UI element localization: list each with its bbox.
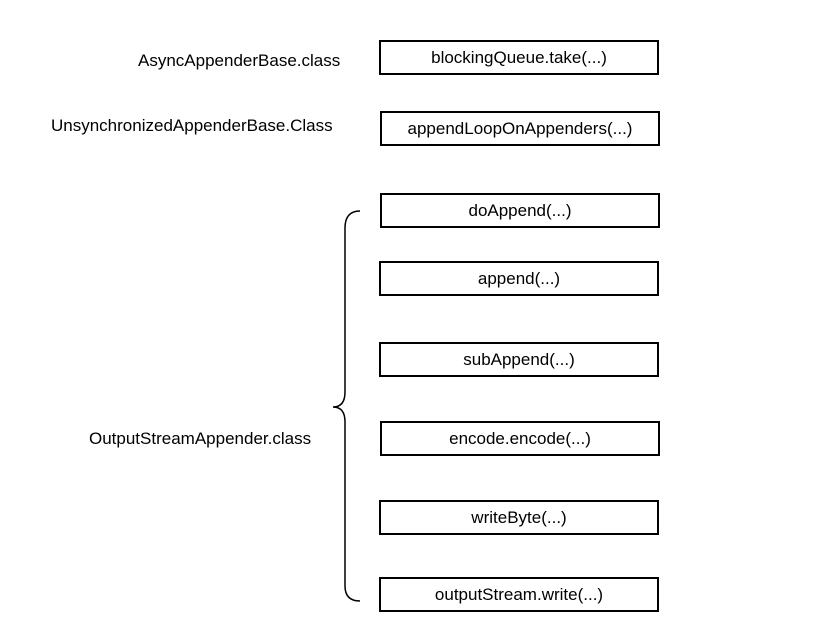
method-box-do-append: doAppend(...): [380, 193, 660, 228]
class-label-unsynchronized-appender-base: UnsynchronizedAppenderBase.Class: [51, 116, 333, 135]
method-box-append: append(...): [379, 261, 659, 296]
class-label-output-stream-appender: OutputStreamAppender.class: [89, 429, 312, 448]
method-box-sub-append: subAppend(...): [379, 342, 659, 377]
class-label-async-appender-base: AsyncAppenderBase.class: [138, 51, 341, 70]
method-box-append-loop-on-appenders: appendLoopOnAppenders(...): [380, 111, 660, 146]
method-box-write-byte: writeByte(...): [379, 500, 659, 535]
method-box-output-stream-write: outputStream.write(...): [379, 577, 659, 612]
method-box-blocking-queue-take: blockingQueue.take(...): [379, 40, 659, 75]
method-box-encode-encode: encode.encode(...): [380, 421, 660, 456]
